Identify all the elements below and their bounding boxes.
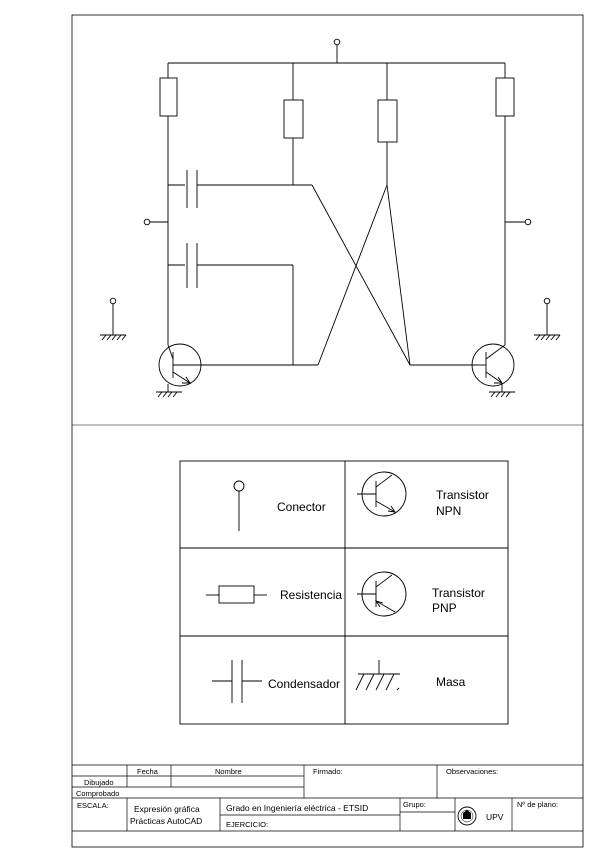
transistor-right — [471, 343, 515, 387]
legend-connector-label: Conector — [277, 500, 326, 514]
tb-course-line2: Prácticas AutoCAD — [130, 816, 202, 826]
tb-escala: ESCALA: — [77, 801, 109, 810]
right-side-connector — [524, 218, 532, 226]
tb-row-dibujado: Dibujado — [84, 778, 114, 787]
right-ground-connector — [543, 297, 551, 305]
tb-grupo: Grupo: — [403, 800, 426, 809]
tb-col-firmado: Firmado: — [313, 767, 343, 776]
title-block — [72, 764, 583, 832]
sheet-frame — [71, 14, 584, 848]
legend-ground-icon — [355, 660, 400, 691]
left-ground-connector — [109, 297, 117, 305]
legend-connector-icon — [233, 480, 245, 492]
tb-upv: UPV — [486, 812, 504, 822]
legend-npn-icon — [357, 471, 407, 517]
tb-course-line1: Expresión gráfica — [134, 804, 200, 814]
left-side-connector — [143, 218, 151, 226]
legend-capacitor-label: Condensador — [268, 677, 340, 691]
cross-wire-b — [317, 184, 388, 366]
circuit-schematic — [100, 38, 561, 398]
tb-ejercicio: EJERCICIO: — [226, 820, 268, 829]
legend-pnp-label-1: Transistor — [432, 586, 485, 600]
legend-ground-label: Masa — [436, 675, 466, 689]
upv-logo — [457, 806, 477, 826]
supply-connector — [333, 38, 341, 46]
legend-capacitor-icon — [212, 660, 262, 703]
transistor-left — [158, 343, 202, 387]
legend-resistor-icon — [206, 585, 267, 604]
legend-npn-label-2: NPN — [436, 504, 461, 518]
resistor-inner-left — [283, 99, 304, 139]
tb-degree: Grado en Ingeniería eléctrica - ETSID — [226, 803, 368, 813]
tb-col-observaciones: Observaciones: — [446, 767, 498, 776]
legend-pnp-icon — [357, 571, 407, 617]
tb-col-fecha: Fecha — [137, 767, 159, 776]
tb-row-comprobado: Comprobado — [76, 789, 119, 798]
resistor-outer-right — [495, 77, 515, 117]
legend-npn-label-1: Transistor — [436, 488, 489, 502]
legend-resistor-label: Resistencia — [280, 588, 342, 602]
legend-table: Conector Transistor NPN Resistencia Tran… — [179, 460, 509, 725]
resistor-inner-right — [377, 99, 398, 143]
tb-col-nombre: Nombre — [215, 767, 242, 776]
resistor-outer-left — [159, 77, 178, 117]
legend-pnp-label-2: PNP — [432, 601, 457, 615]
tb-plano: Nº de plano: — [517, 800, 558, 809]
cross-wire-a — [311, 184, 411, 366]
